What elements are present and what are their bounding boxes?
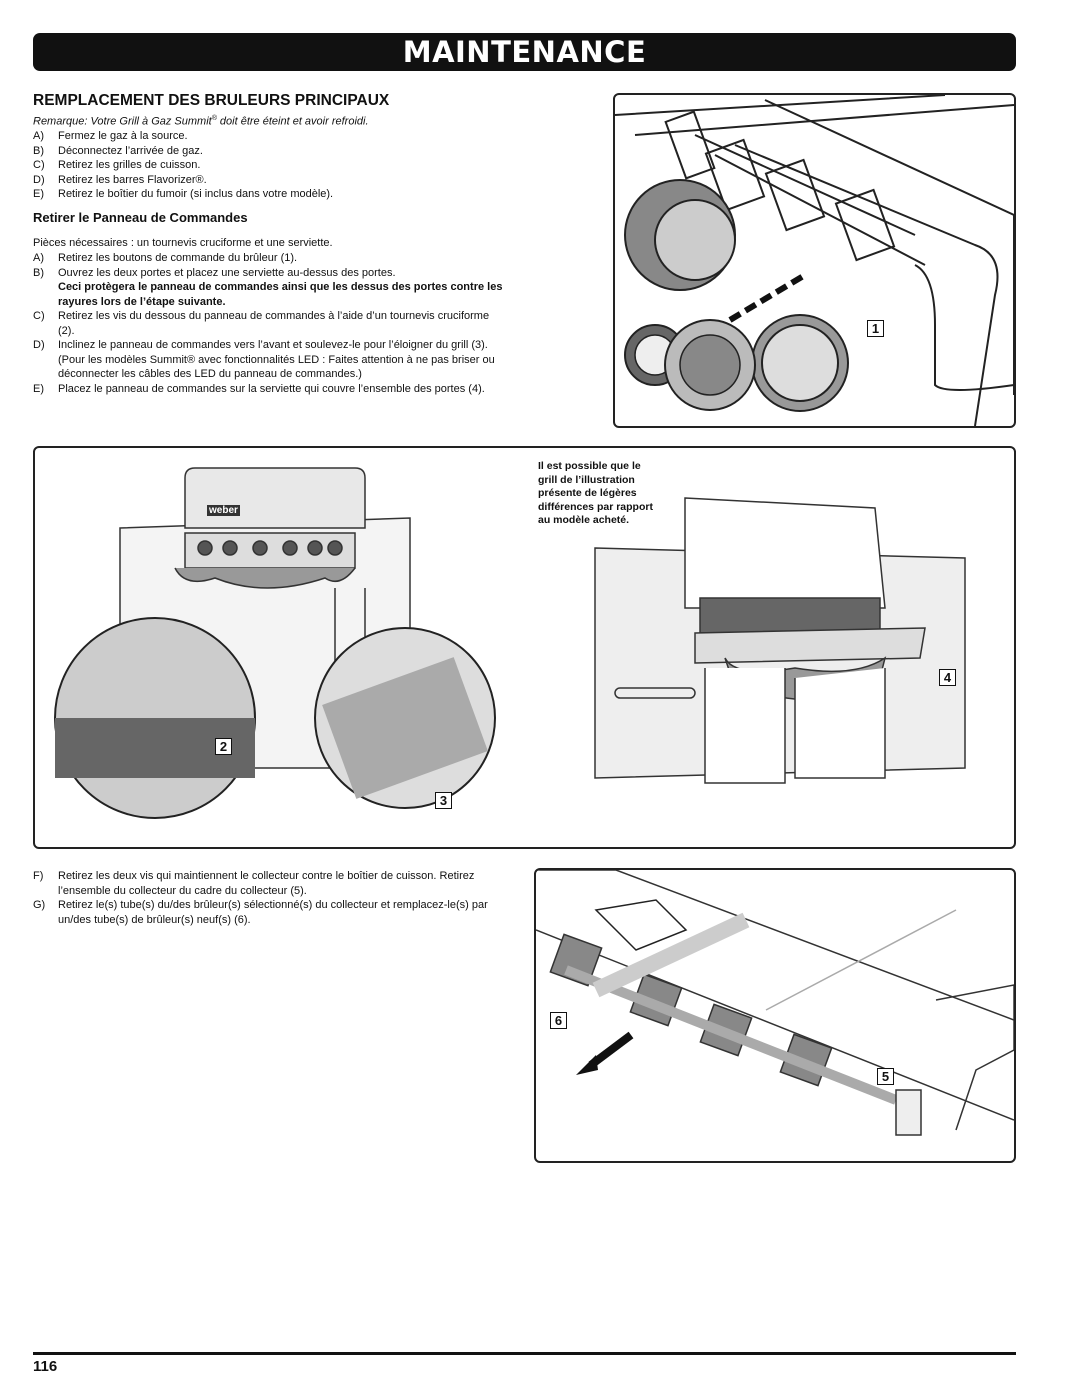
label-5: 5: [877, 1068, 894, 1085]
list-item: D)Retirez les barres Flavorizer®.: [33, 173, 207, 186]
warning-text: Ceci protègera le panneau de commandes a…: [58, 281, 503, 308]
label-2: 2: [215, 738, 232, 755]
burner-illustration: [536, 870, 1014, 1136]
illustration-disclaimer: Il est possible que le grill de l’illust…: [538, 460, 653, 526]
burner-tube-figure: 6 5: [534, 868, 1016, 1163]
label-6: 6: [550, 1012, 567, 1029]
grill-illustration: [54, 467, 966, 819]
banner-title: MAINTENANCE: [402, 35, 647, 69]
label-1: 1: [867, 320, 884, 337]
list-item: B)Ouvrez les deux portes et placez une s…: [33, 266, 508, 310]
list-item: E)Retirez le boîtier du fumoir (si inclu…: [33, 188, 334, 200]
safety-note: Remarque: Votre Grill à Gaz Summit® doit…: [33, 115, 369, 128]
label-3: 3: [435, 792, 452, 809]
page-number: 116: [33, 1358, 58, 1375]
footer-rule: [33, 1352, 1016, 1355]
note-prefix: Remarque: Votre Grill à Gaz Summit: [33, 115, 212, 128]
list-item: G)Retirez le(s) tube(s) du/des brûleur(s…: [33, 899, 488, 926]
list-item: B)Déconnectez l’arrivée de gaz.: [33, 144, 203, 157]
tools-needed: Pièces nécessaires : un tournevis crucif…: [33, 237, 333, 249]
label-4: 4: [939, 669, 956, 686]
manifold-steps: F)Retirez les deux vis qui maintiennent …: [33, 869, 488, 927]
section-title: REMPLACEMENT DES BRULEURS PRINCIPAUX: [33, 92, 390, 109]
page-banner: MAINTENANCE: [33, 33, 1016, 71]
list-item: A)Fermez le gaz à la source.: [33, 130, 188, 142]
list-item: C)Retirez les grilles de cuisson.: [33, 159, 201, 171]
list-item: C)Retirez les vis du dessous du panneau …: [33, 310, 490, 337]
subsection-title: Retirer le Panneau de Commandes: [33, 210, 248, 225]
list-item: F)Retirez les deux vis qui maintiennent …: [33, 870, 475, 897]
note-suffix: doit être éteint et avoir refroidi.: [216, 115, 369, 128]
knob-removal-figure: 1: [613, 93, 1016, 428]
panel-steps: A)Retirez les boutons de commande du brû…: [33, 251, 508, 396]
list-item: D)Inclinez le panneau de commandes vers …: [33, 339, 495, 380]
brand-logo: weber: [207, 505, 240, 516]
knob-illustration: [615, 95, 1014, 426]
prep-steps: A)Fermez le gaz à la source. B)Déconnect…: [33, 129, 433, 202]
list-item: E)Placez le panneau de commandes sur la …: [33, 382, 485, 395]
control-panel-figure: Il est possible que le grill de l’illust…: [33, 446, 1016, 849]
list-item: A)Retirez les boutons de commande du brû…: [33, 252, 298, 264]
